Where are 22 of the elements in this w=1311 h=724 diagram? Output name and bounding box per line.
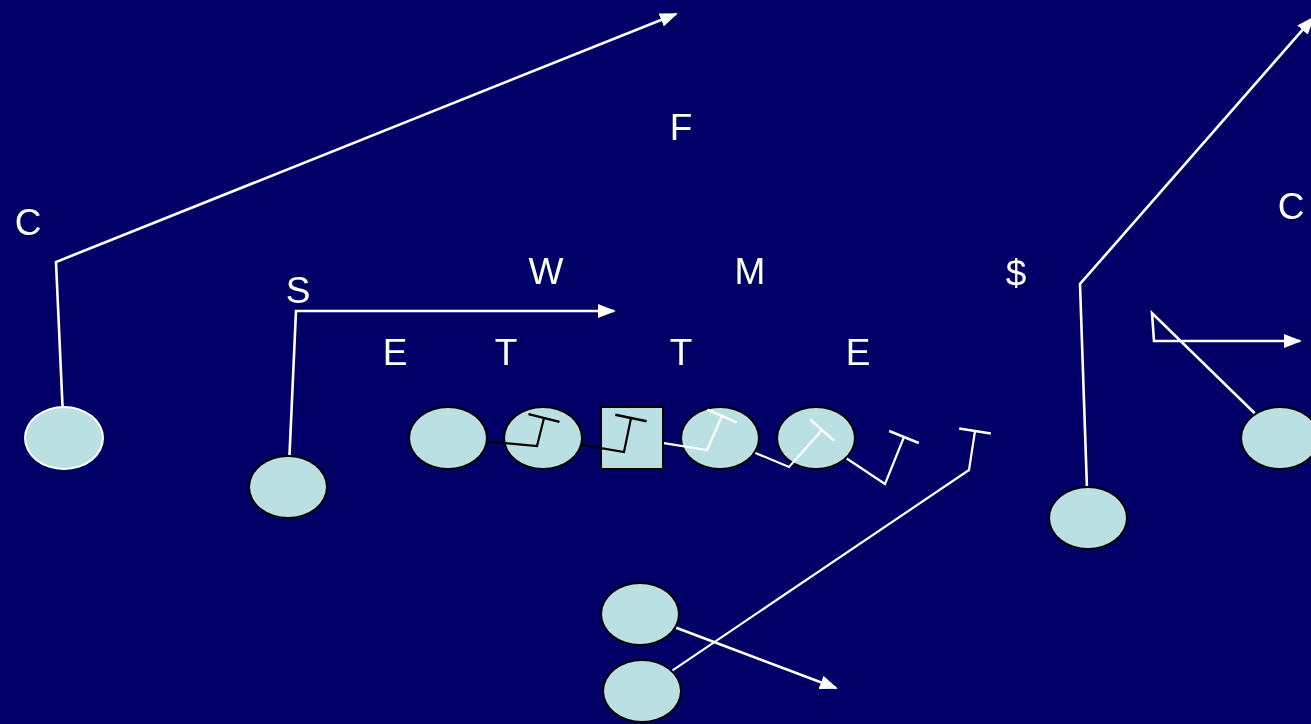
route-arrow [288, 304, 616, 456]
route-arrow [675, 626, 838, 690]
position-letter: E [845, 333, 871, 371]
route-arrow [54, 12, 678, 407]
center-square [600, 406, 664, 470]
block-line [846, 429, 921, 486]
position-letter: S [285, 271, 311, 309]
position-letter: C [1277, 187, 1305, 225]
position-letter: W [528, 252, 564, 290]
route-arrow [1150, 309, 1302, 415]
position-letter: C [14, 203, 42, 241]
block-line [672, 427, 993, 672]
player-circle [1240, 406, 1311, 470]
position-letter: M [734, 252, 766, 290]
block-line [754, 418, 836, 469]
position-letter: F [669, 108, 693, 146]
player-circle [776, 406, 856, 470]
position-letter: $ [1005, 254, 1027, 292]
position-letter: T [494, 333, 518, 371]
position-letter: T [669, 333, 693, 371]
route-arrow [1078, 16, 1311, 487]
position-letter: E [382, 333, 408, 371]
